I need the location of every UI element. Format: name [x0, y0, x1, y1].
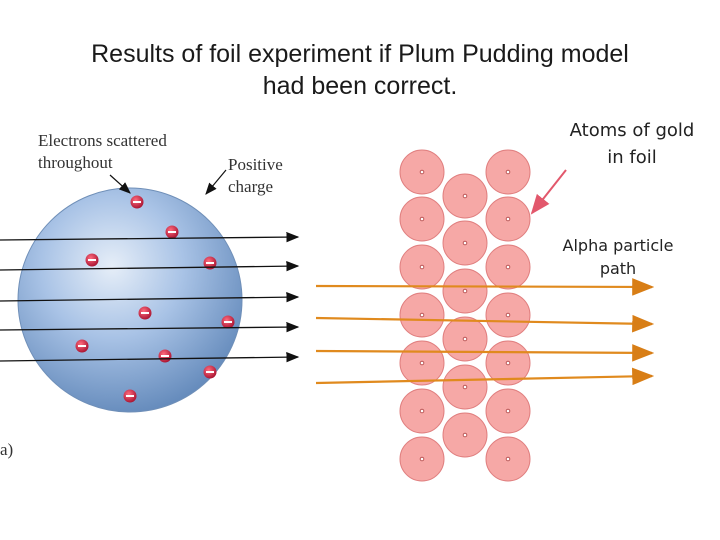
- page-title: Results of foil experiment if Plum Puddi…: [0, 38, 720, 102]
- electron-icon: [123, 389, 137, 403]
- positive-callout-line: [205, 169, 227, 195]
- panel-marker: a): [0, 440, 13, 459]
- electrons-label-line-2: throughout: [38, 153, 113, 172]
- gold-atom-icon: [442, 316, 488, 362]
- arrow-line: [0, 231, 300, 243]
- gold-atom-icon: [399, 388, 445, 434]
- electron-icon: [221, 315, 235, 329]
- arrow-line: [0, 321, 300, 333]
- electron-icon: [158, 349, 172, 363]
- alpha-label-line-2: path: [600, 259, 636, 278]
- electron-icon: [165, 225, 179, 239]
- electron-icon: [85, 253, 99, 267]
- electrons-label-line-1: Electrons scattered: [38, 131, 167, 150]
- gold-atom-icon: [399, 436, 445, 482]
- gold-atom-icon: [442, 412, 488, 458]
- gold-atom-icon: [399, 340, 445, 386]
- alpha-path-line: [315, 367, 655, 386]
- arrow-line: [0, 291, 300, 303]
- gold-atom-icon: [442, 364, 488, 410]
- gold-atom-icon: [485, 244, 531, 290]
- alpha-path-line: [315, 314, 655, 333]
- gold-atom-icon: [399, 196, 445, 242]
- electron-icon: [203, 256, 217, 270]
- arrow-line: [0, 260, 300, 272]
- gold-atom-icon: [442, 268, 488, 314]
- gold-atom-icon: [442, 220, 488, 266]
- atoms-pointer-line: [530, 169, 567, 215]
- atoms-label-line-1: Atoms of gold: [570, 120, 695, 141]
- alpha-path-line: [315, 278, 655, 296]
- electron-icon: [203, 365, 217, 379]
- gold-atom-icon: [485, 388, 531, 434]
- alpha-particle-paths: [315, 278, 655, 386]
- gold-atom-icon: [399, 244, 445, 290]
- alpha-label-line-1: Alpha particle: [563, 236, 674, 255]
- electron-icon: [130, 195, 144, 209]
- positive-label-line-2: charge: [228, 177, 273, 196]
- gold-foil: [399, 149, 531, 482]
- title-line-2: had been correct.: [262, 72, 458, 100]
- gold-atom-icon: [442, 173, 488, 219]
- arrow-line: [0, 351, 300, 363]
- gold-atom-icon: [485, 292, 531, 338]
- electrons-callout-line: [109, 174, 131, 194]
- particle-arrows-sphere: [0, 231, 300, 363]
- title-line-1: Results of foil experiment if Plum Puddi…: [91, 40, 629, 68]
- gold-atom-icon: [399, 149, 445, 195]
- alpha-path-line: [315, 344, 655, 362]
- gold-atom-icon: [399, 292, 445, 338]
- electron-icon: [75, 339, 89, 353]
- gold-atom-icon: [485, 149, 531, 195]
- gold-atom-icon: [485, 196, 531, 242]
- electron-icon: [138, 306, 152, 320]
- atoms-label-line-2: in foil: [607, 147, 656, 168]
- positive-label-line-1: Positive: [228, 155, 283, 174]
- gold-atom-icon: [485, 436, 531, 482]
